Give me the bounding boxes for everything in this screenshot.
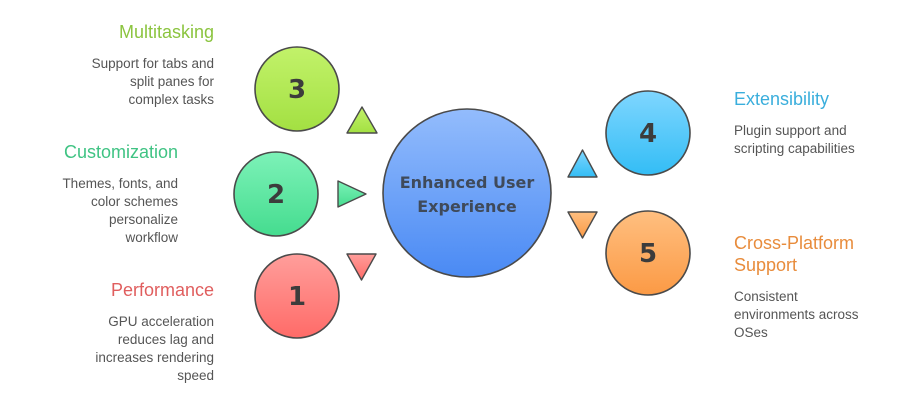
pointer-down-triangle-icon [567, 211, 598, 239]
number-circle [233, 151, 319, 237]
node-cross-platform: 5 [567, 210, 691, 296]
item-title: Multitasking [118, 22, 214, 42]
node-extensibility: 4 [567, 90, 691, 178]
node-number: 1 [288, 282, 306, 312]
label-cross-platform: Cross-Platform Support Consistent enviro… [734, 232, 859, 342]
pointer-right-triangle-icon [337, 180, 367, 208]
label-customization: Customization Themes, fonts, and color s… [62, 141, 178, 247]
node-number: 4 [639, 119, 657, 149]
item-title: Performance [110, 280, 214, 300]
label-performance: Performance GPU acceleration reduces lag… [95, 279, 214, 385]
node-number: 3 [288, 75, 306, 105]
node-number: 5 [639, 239, 657, 269]
item-title: Extensibility [734, 89, 830, 109]
center-title-line-2: Experience [417, 197, 517, 216]
center-title-line-1: Enhanced User [400, 173, 535, 192]
item-title: Customization [63, 142, 178, 162]
node-performance: 1 [254, 253, 377, 339]
pointer-up-triangle-icon [567, 149, 598, 178]
item-description: Support for tabs and split panes for com… [91, 56, 214, 107]
center-circle [382, 108, 552, 278]
node-number: 2 [267, 180, 285, 210]
number-circle [605, 210, 691, 296]
pointer-down-triangle-icon [346, 253, 377, 281]
item-title: Cross-Platform Support [734, 233, 855, 275]
item-description: Themes, fonts, and color schemes persona… [62, 176, 178, 245]
label-extensibility: Extensibility Plugin support and scripti… [734, 88, 855, 158]
item-description: Plugin support and scripting capabilitie… [734, 123, 855, 156]
node-customization: 2 [233, 151, 367, 237]
number-circle [254, 253, 340, 339]
center-node: Enhanced User Experience [382, 108, 552, 278]
number-circle [605, 90, 691, 176]
number-circle [254, 46, 340, 132]
pointer-up-triangle-icon [346, 106, 378, 134]
item-description: GPU acceleration reduces lag and increas… [95, 314, 214, 383]
node-multitasking: 3 [254, 46, 378, 134]
label-multitasking: Multitasking Support for tabs and split … [92, 21, 214, 109]
item-description: Consistent environments across OSes [734, 289, 859, 340]
